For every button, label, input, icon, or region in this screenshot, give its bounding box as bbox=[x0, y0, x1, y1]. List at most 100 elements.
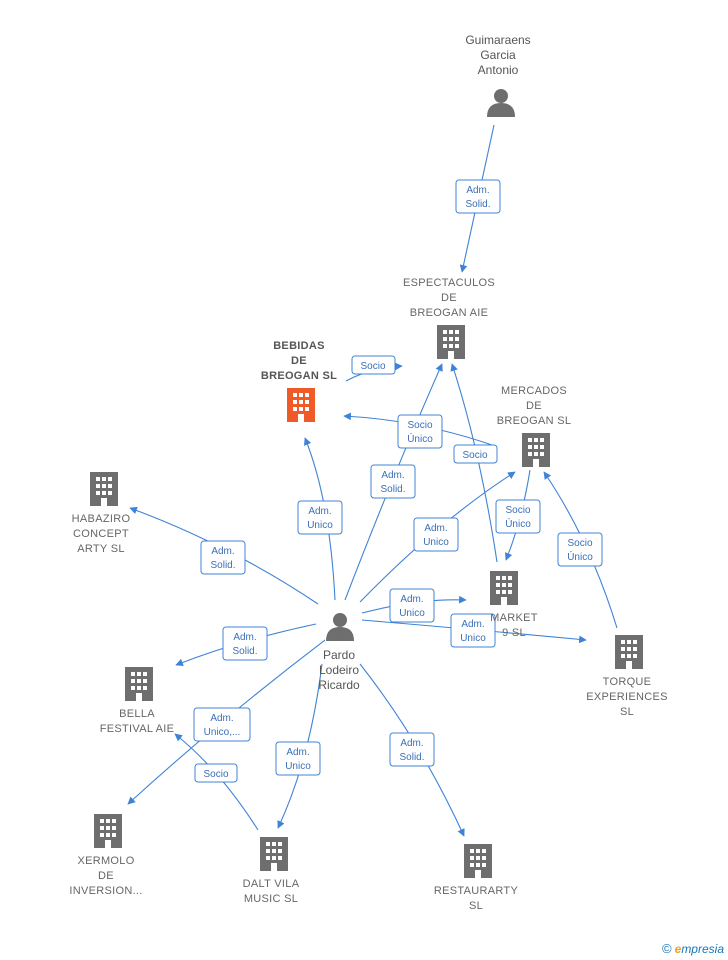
edge-label[interactable]: Adm. Unico,... bbox=[193, 707, 251, 742]
edge-label[interactable]: Adm. Unico bbox=[389, 588, 435, 623]
company-name-line: BELLA bbox=[119, 708, 155, 720]
company-name-line: FESTIVAL AIE bbox=[100, 723, 175, 735]
svg-text:Adm.: Adm. bbox=[286, 747, 309, 758]
edge-label[interactable]: Adm. Unico bbox=[450, 613, 496, 648]
person-name-line: Pardo bbox=[323, 648, 355, 662]
building-icon bbox=[615, 635, 643, 669]
company-name-line: DALT VILA bbox=[243, 878, 300, 890]
edge-label[interactable]: Adm.Unico bbox=[275, 741, 321, 776]
company-name-line: ESPECTACULOS bbox=[403, 277, 495, 289]
svg-text:Solid.: Solid. bbox=[399, 752, 424, 763]
company-node-xermolo[interactable]: XERMOLO DE INVERSION... bbox=[69, 814, 142, 897]
svg-text:Adm.: Adm. bbox=[466, 185, 489, 196]
company-name-line: SL bbox=[469, 900, 483, 912]
edge-label[interactable]: Socio bbox=[453, 444, 498, 464]
company-node-bebidas[interactable]: BEBIDAS DE BREOGAN SL bbox=[261, 340, 337, 422]
building-icon bbox=[437, 325, 465, 359]
edge-label[interactable]: Adm. Solid. bbox=[389, 732, 435, 767]
company-name-line: DE bbox=[441, 292, 457, 304]
svg-text:Socio: Socio bbox=[567, 538, 592, 549]
svg-text:Adm.: Adm. bbox=[381, 470, 404, 481]
svg-text:Socio: Socio bbox=[203, 769, 228, 780]
svg-text:Solid.: Solid. bbox=[465, 199, 490, 210]
person-name-line: Garcia bbox=[480, 48, 516, 62]
company-node-torque[interactable]: TORQUE EXPERIENCES SL bbox=[586, 635, 668, 718]
copyright-icon: © bbox=[662, 941, 672, 956]
person-node-pardo[interactable]: Pardo Lodeiro Ricardo bbox=[318, 613, 360, 692]
building-icon bbox=[464, 844, 492, 878]
svg-text:Unico: Unico bbox=[460, 633, 486, 644]
company-node-restaurarty[interactable]: RESTAURARTY SL bbox=[434, 844, 519, 912]
svg-text:Solid.: Solid. bbox=[210, 560, 235, 571]
svg-text:Único: Único bbox=[505, 517, 531, 530]
building-icon bbox=[125, 667, 153, 701]
person-name-line: Lodeiro bbox=[319, 663, 359, 677]
company-node-bella[interactable]: BELLA FESTIVAL AIE bbox=[100, 667, 175, 735]
edge-label[interactable]: Adm.Unico bbox=[297, 500, 343, 535]
company-node-daltvila[interactable]: DALT VILA MUSIC SL bbox=[243, 837, 300, 905]
svg-text:Unico: Unico bbox=[307, 520, 333, 531]
company-name-line: CONCEPT bbox=[73, 528, 129, 540]
person-name-line: Ricardo bbox=[318, 678, 360, 692]
company-name-line: XERMOLO bbox=[77, 855, 134, 867]
building-icon bbox=[260, 837, 288, 871]
company-name-line: HABAZIRO bbox=[72, 513, 131, 525]
company-name-line: MARKET bbox=[490, 612, 538, 624]
person-name-line: Guimaraens bbox=[465, 33, 530, 47]
svg-text:Adm.: Adm. bbox=[211, 546, 234, 557]
brand-name: mpresia bbox=[681, 942, 724, 956]
company-node-habaziro[interactable]: HABAZIRO CONCEPT ARTY SL bbox=[72, 472, 131, 555]
company-name-line: INVERSION... bbox=[69, 885, 142, 897]
company-name-line: SL bbox=[620, 706, 634, 718]
brand-logo-letter: e bbox=[674, 942, 682, 956]
company-name-line: BREOGAN SL bbox=[497, 415, 572, 427]
company-node-market[interactable]: MARKET 9 SL bbox=[490, 571, 538, 639]
person-icon bbox=[487, 89, 515, 117]
building-icon bbox=[90, 472, 118, 506]
company-name-line: DE bbox=[291, 355, 307, 367]
svg-text:Adm.: Adm. bbox=[210, 713, 233, 724]
company-name-line: BREOGAN SL bbox=[261, 370, 337, 382]
edge-label[interactable]: Adm. Solid. bbox=[200, 540, 246, 575]
brand-footer[interactable]: ©empresia bbox=[662, 941, 724, 956]
company-name-line: 9 SL bbox=[502, 627, 526, 639]
company-name-line: MUSIC SL bbox=[244, 893, 298, 905]
company-name-line: EXPERIENCES bbox=[586, 691, 668, 703]
svg-text:Adm.: Adm. bbox=[400, 594, 423, 605]
svg-text:Adm.: Adm. bbox=[233, 632, 256, 643]
edge-label[interactable]: Adm. Solid. bbox=[370, 464, 416, 499]
edge-label[interactable]: Adm. Unico bbox=[413, 517, 459, 552]
building-icon bbox=[287, 388, 315, 422]
svg-text:Unico: Unico bbox=[423, 537, 449, 548]
svg-text:Socio: Socio bbox=[407, 420, 432, 431]
svg-text:Socio: Socio bbox=[505, 505, 530, 516]
company-node-espectaculos[interactable]: ESPECTACULOS DE BREOGAN AIE bbox=[403, 277, 495, 359]
company-node-mercados[interactable]: MERCADOS DE BREOGAN SL bbox=[497, 385, 572, 467]
svg-text:Adm.: Adm. bbox=[424, 523, 447, 534]
company-name-line: MERCADOS bbox=[501, 385, 567, 397]
company-name-line: TORQUE bbox=[603, 676, 652, 688]
company-name-line: BREOGAN AIE bbox=[410, 307, 489, 319]
edge-label[interactable]: Adm. Solid. bbox=[455, 179, 501, 214]
edge-label[interactable]: Adm. Solid. bbox=[222, 626, 268, 661]
building-icon bbox=[490, 571, 518, 605]
svg-text:Único: Único bbox=[567, 550, 593, 563]
svg-text:Único: Único bbox=[407, 432, 433, 445]
svg-text:Unico: Unico bbox=[399, 608, 425, 619]
svg-text:Adm.: Adm. bbox=[461, 619, 484, 630]
svg-text:Unico,...: Unico,... bbox=[204, 727, 241, 738]
edge-label[interactable]: Socio bbox=[194, 763, 238, 783]
svg-text:Adm.: Adm. bbox=[400, 738, 423, 749]
svg-text:Socio: Socio bbox=[360, 361, 385, 372]
person-name-line: Antonio bbox=[478, 63, 519, 77]
edge-label[interactable]: Socio bbox=[351, 355, 396, 375]
svg-text:Solid.: Solid. bbox=[380, 484, 405, 495]
company-name-line: BEBIDAS bbox=[273, 340, 325, 352]
svg-text:Solid.: Solid. bbox=[232, 646, 257, 657]
person-node-guimaraens[interactable]: Guimaraens Garcia Antonio bbox=[465, 33, 531, 117]
